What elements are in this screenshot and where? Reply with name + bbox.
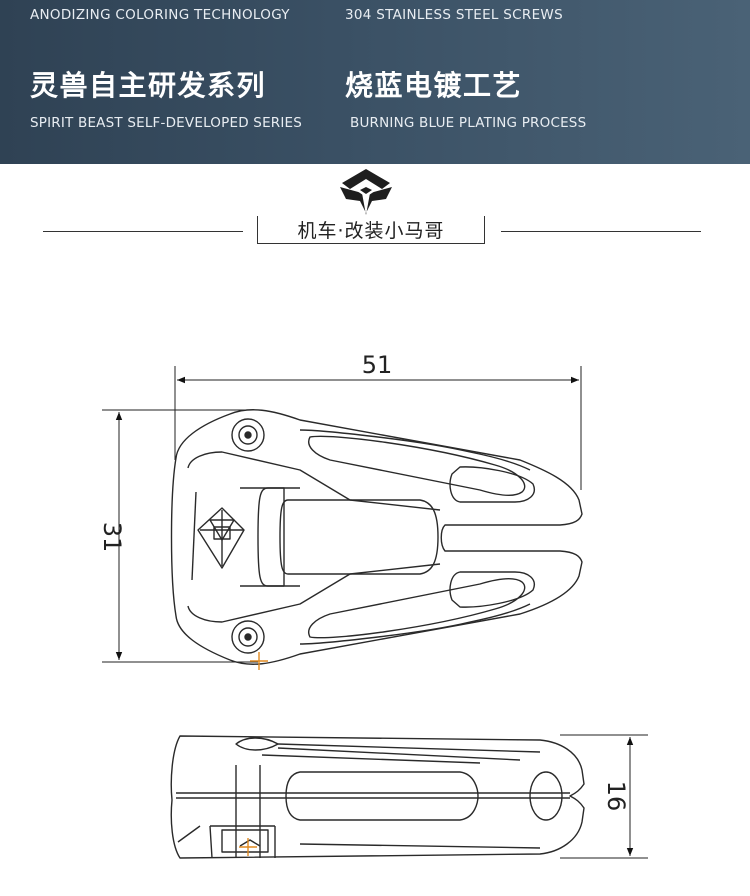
- title-rule-left: [43, 231, 243, 232]
- orange-side-mark: [239, 838, 257, 856]
- series-title-cn: 灵兽自主研发系列: [30, 69, 267, 102]
- width-value: 51: [362, 351, 393, 379]
- dimension-width: 51: [174, 351, 582, 490]
- dimension-thickness: 16: [560, 734, 648, 859]
- side-view-part: [170, 735, 585, 859]
- section-title-box: 机车·改装小马哥: [257, 216, 485, 244]
- orange-center-mark: [250, 652, 268, 670]
- brand-logo-icon: [336, 167, 396, 217]
- title-rule-right: [501, 231, 701, 232]
- thickness-value: 16: [602, 781, 630, 812]
- height-value: 31: [98, 522, 126, 553]
- plating-title-en: BURNING BLUE PLATING PROCESS: [350, 115, 587, 131]
- anodizing-label: ANODIZING COLORING TECHNOLOGY: [30, 7, 290, 23]
- plating-title-cn: 烧蓝电镀工艺: [345, 69, 523, 102]
- header-banner: ANODIZING COLORING TECHNOLOGY 304 STAINL…: [0, 0, 750, 164]
- dimension-height: 31: [98, 409, 258, 663]
- section-title: 机车·改装小马哥: [297, 220, 445, 242]
- top-view-part: [170, 409, 583, 665]
- screws-label: 304 STAINLESS STEEL SCREWS: [345, 7, 563, 23]
- series-title-en: SPIRIT BEAST SELF-DEVELOPED SERIES: [30, 115, 303, 131]
